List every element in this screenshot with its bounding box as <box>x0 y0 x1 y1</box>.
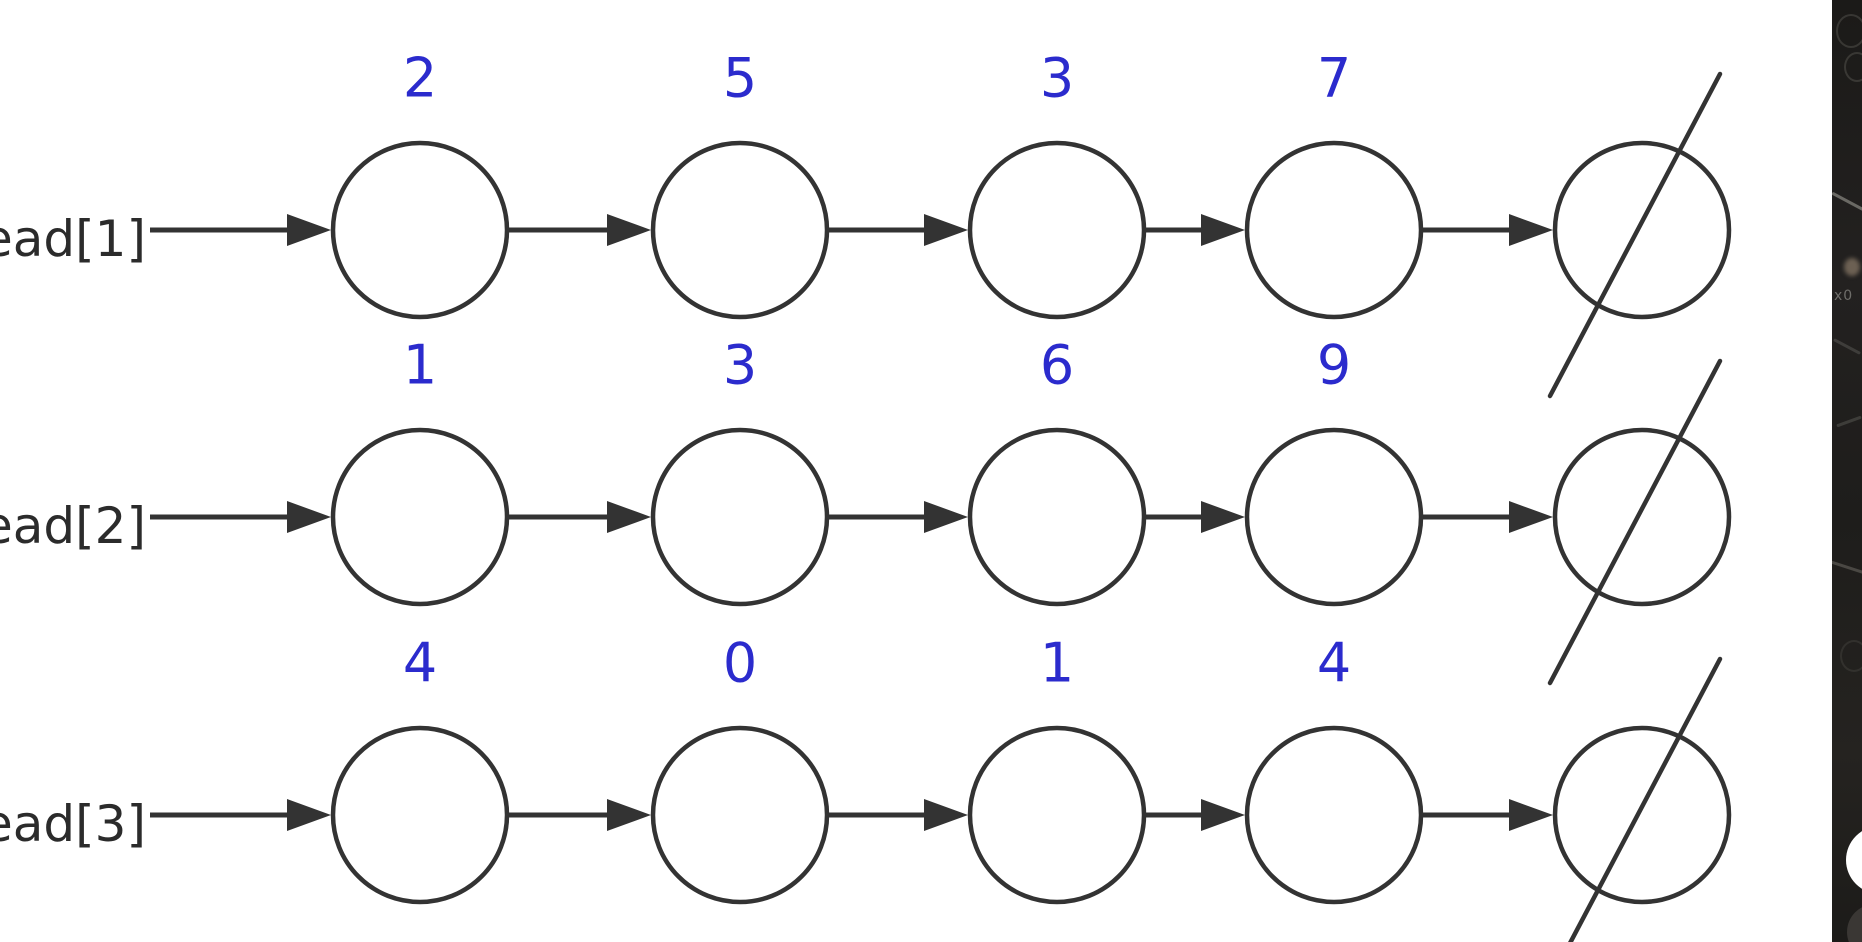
list-node-circle <box>330 427 510 607</box>
linked-list-row: ead[1] 2 5 3 7 <box>0 47 1732 399</box>
chalk-text: x0 <box>1834 288 1854 304</box>
arrow-head-icon <box>607 799 651 831</box>
list-node-circle <box>1244 725 1424 905</box>
chalk-doodle-icon <box>1844 52 1862 82</box>
node-value: 2 <box>403 47 437 110</box>
list-node-circle <box>1552 725 1732 905</box>
list-node-circle <box>1552 427 1732 607</box>
list-node-circle <box>1244 140 1424 320</box>
chalk-stroke <box>1832 559 1862 576</box>
head-label: ead[2] <box>0 497 146 555</box>
arrow-head-icon <box>1201 799 1245 831</box>
arrow-head-icon <box>607 214 651 246</box>
node-value: 0 <box>723 632 757 695</box>
arrow-head-icon <box>607 501 651 533</box>
arrow-head-icon <box>287 799 331 831</box>
node-value: 9 <box>1317 334 1351 397</box>
node-value: 7 <box>1317 47 1351 110</box>
desktop-background-strip: x0 <box>1832 0 1862 942</box>
chalk-stroke <box>1833 338 1861 355</box>
arrow-head-icon <box>924 501 968 533</box>
arrow-head-icon <box>287 501 331 533</box>
partial-dark-circle <box>1847 904 1862 942</box>
list-node-circle <box>650 427 830 607</box>
arrow-head-icon <box>1509 214 1553 246</box>
null-slash-icon <box>1547 71 1723 399</box>
node-value: 1 <box>1040 632 1074 695</box>
list-node-circle <box>967 140 1147 320</box>
partial-white-circle <box>1846 826 1862 894</box>
arrow-head-icon <box>1509 799 1553 831</box>
head-label: ead[1] <box>0 210 146 268</box>
list-node-circle <box>650 725 830 905</box>
head-label: ead[3] <box>0 795 146 853</box>
chalk-stroke <box>1836 415 1862 428</box>
chalk-doodle-icon <box>1840 640 1862 672</box>
list-node-circle <box>1244 427 1424 607</box>
arrow-head-icon <box>1201 214 1245 246</box>
arrow-head-icon <box>924 799 968 831</box>
null-slash-icon <box>1568 656 1723 942</box>
null-slash-icon <box>1547 358 1723 686</box>
arrow-head-icon <box>1509 501 1553 533</box>
node-value: 4 <box>1317 632 1351 695</box>
node-value: 3 <box>1040 47 1074 110</box>
null-terminator <box>1547 71 1732 399</box>
list-node-circle <box>967 725 1147 905</box>
node-value: 4 <box>403 632 437 695</box>
list-node-circle <box>1552 140 1732 320</box>
node-value: 3 <box>723 334 757 397</box>
list-node-circle <box>330 140 510 320</box>
list-node-circle <box>650 140 830 320</box>
list-node-circle <box>330 725 510 905</box>
null-terminator <box>1552 656 1732 942</box>
node-value: 5 <box>723 47 757 110</box>
chalk-doodle-icon <box>1836 14 1862 48</box>
node-value: 6 <box>1040 334 1074 397</box>
arrow-head-icon <box>924 214 968 246</box>
arrow-head-icon <box>1201 501 1245 533</box>
list-node-circle <box>967 427 1147 607</box>
node-value: 1 <box>403 334 437 397</box>
linked-list-row: ead[3] 4 0 1 4 <box>0 632 1732 942</box>
chalk-stroke <box>1832 191 1862 212</box>
null-terminator <box>1547 358 1732 686</box>
chalk-smudge <box>1844 258 1860 276</box>
linked-list-row: ead[2] 1 3 6 9 <box>0 334 1732 686</box>
arrow-head-icon <box>287 214 331 246</box>
